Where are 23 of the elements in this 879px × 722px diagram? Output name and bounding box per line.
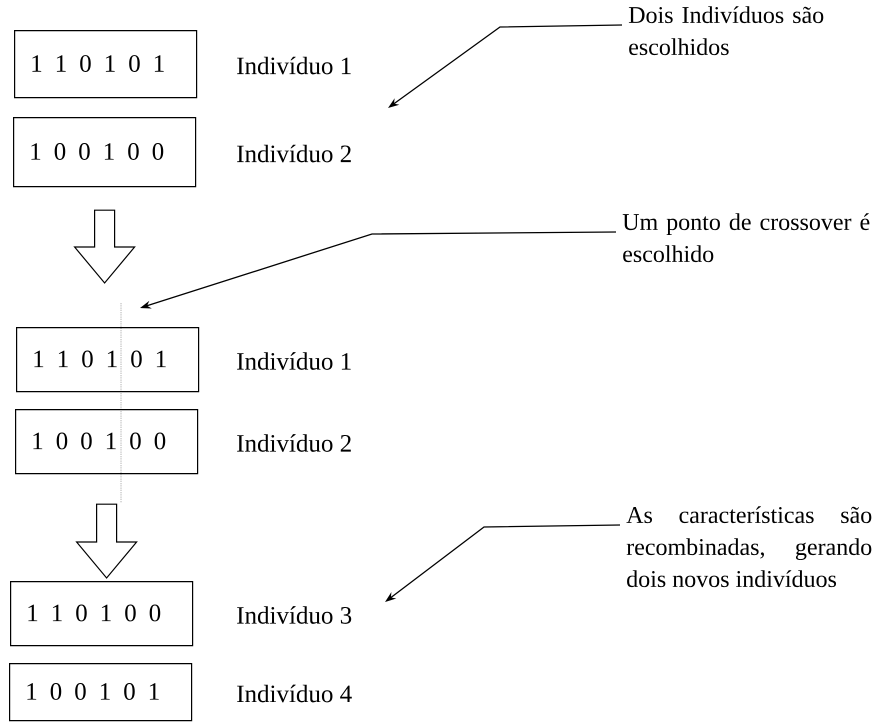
bit-string-box (10, 581, 194, 646)
bit-string-box (9, 663, 192, 722)
annotation-text: Um ponto de crossover é escolhido (622, 213, 870, 262)
individual-label: Indivíduo 2 (237, 144, 351, 162)
individual-label: Indivíduo 1 (237, 56, 351, 74)
individual-label: Indivíduo 3 (237, 606, 352, 624)
annotation-text: As características são recombinadas, gerando dois novos indivíduos (626, 506, 872, 588)
individual-label: Indivíduo 2 (237, 434, 351, 452)
bit-string-box (15, 409, 198, 474)
bit-string: 1 0 0 1 0 0 (33, 432, 166, 450)
bit-string: 1 1 0 1 0 1 (34, 350, 166, 368)
bit-string-box (16, 327, 200, 392)
block-arrow (73, 210, 136, 284)
individual-label: Indivíduo 4 (237, 684, 352, 702)
bit-string: 1 0 0 1 0 0 (31, 143, 164, 160)
block-arrow (75, 504, 138, 579)
bit-string: 1 0 0 1 0 1 (27, 683, 159, 700)
bit-string-box (14, 30, 198, 98)
individual-label: Indivíduo 1 (237, 352, 351, 370)
annotation-text: Dois Indivíduos são escolhidos (628, 6, 824, 56)
bit-string: 1 1 0 1 0 1 (32, 55, 164, 72)
bit-string-box (13, 117, 196, 188)
bit-string: 1 1 0 1 0 0 (28, 604, 160, 622)
